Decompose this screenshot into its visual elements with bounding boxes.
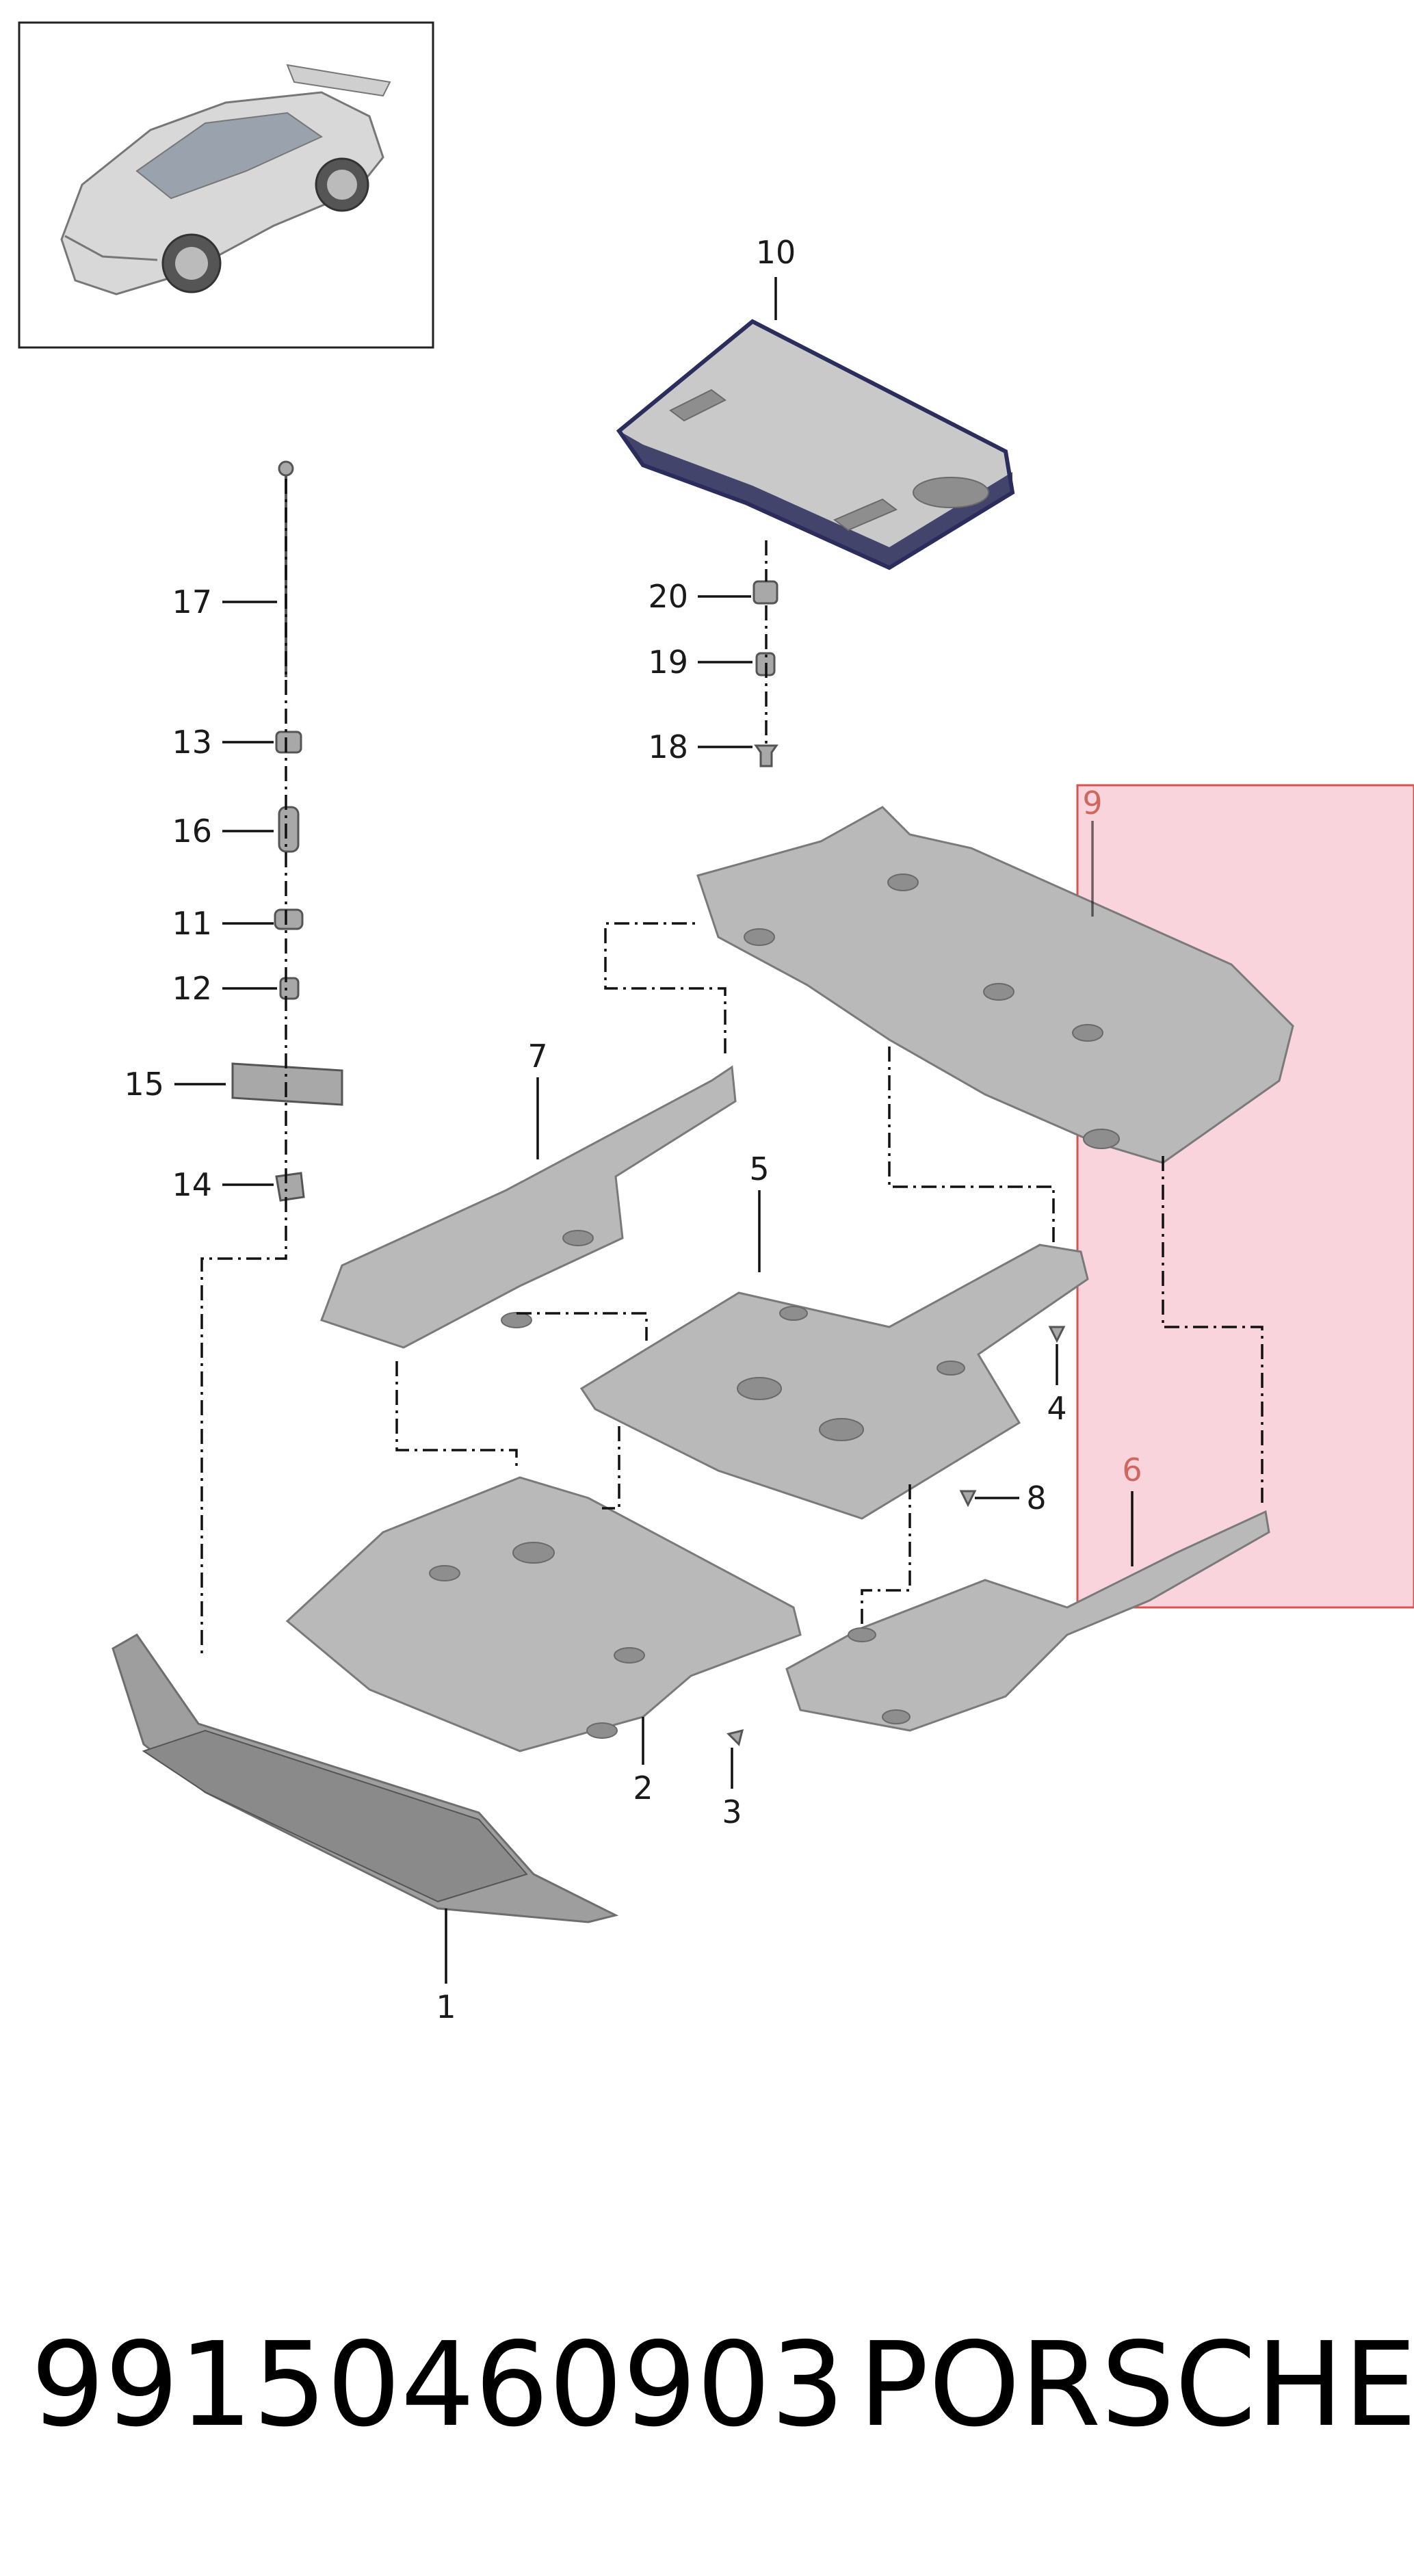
callout-18: 18 [648,728,688,765]
callout-15: 15 [124,1066,164,1103]
callout-7: 7 [527,1038,547,1075]
car-icon [60,64,391,295]
callout-5: 5 [749,1151,769,1187]
callout-9: 9 [1082,785,1102,822]
component-13 [275,731,302,754]
panel-5 [579,1244,1089,1520]
callout-3: 3 [722,1793,742,1830]
callout-19: 19 [648,644,688,681]
leader-lines [174,277,1134,1984]
callout-labels: 10 17 13 16 11 12 15 14 20 19 18 9 7 5 4… [124,234,1142,2025]
callout-8: 8 [1026,1480,1046,1516]
callout-2: 2 [633,1770,653,1806]
brand-name: PORSCHE [859,2317,1414,2453]
part-number: 99150460903 [31,2317,845,2453]
callout-10: 10 [756,234,796,271]
component-8 [959,1490,977,1508]
panel-7 [320,1065,737,1349]
panel-10 [616,319,1015,570]
component-14 [275,1172,305,1202]
panel-6 [785,1510,1270,1732]
vehicle-thumbnail [18,21,434,349]
callout-11: 11 [172,905,212,942]
spoiler-1 [112,1633,619,1923]
component-15 [231,1062,343,1106]
panel-2 [285,1476,802,1752]
component-20 [752,580,778,605]
callout-16: 16 [172,813,212,850]
component-16 [278,806,300,853]
assembly-lines [200,479,1264,1655]
footer: 99150460903 PORSCHE [31,2317,1414,2453]
callout-17: 17 [172,583,212,620]
callout-20: 20 [648,578,688,615]
component-12 [279,977,300,1000]
callout-12: 12 [172,970,212,1007]
callout-4: 4 [1047,1390,1066,1427]
callout-6: 6 [1122,1451,1142,1488]
panel-9 [696,806,1294,1164]
callout-14: 14 [172,1166,212,1203]
component-11 [274,908,304,930]
callout-1: 1 [436,1988,456,2025]
component-3 [726,1729,744,1746]
callout-13: 13 [172,724,212,761]
component-4 [1048,1326,1066,1343]
component-18 [754,744,778,767]
